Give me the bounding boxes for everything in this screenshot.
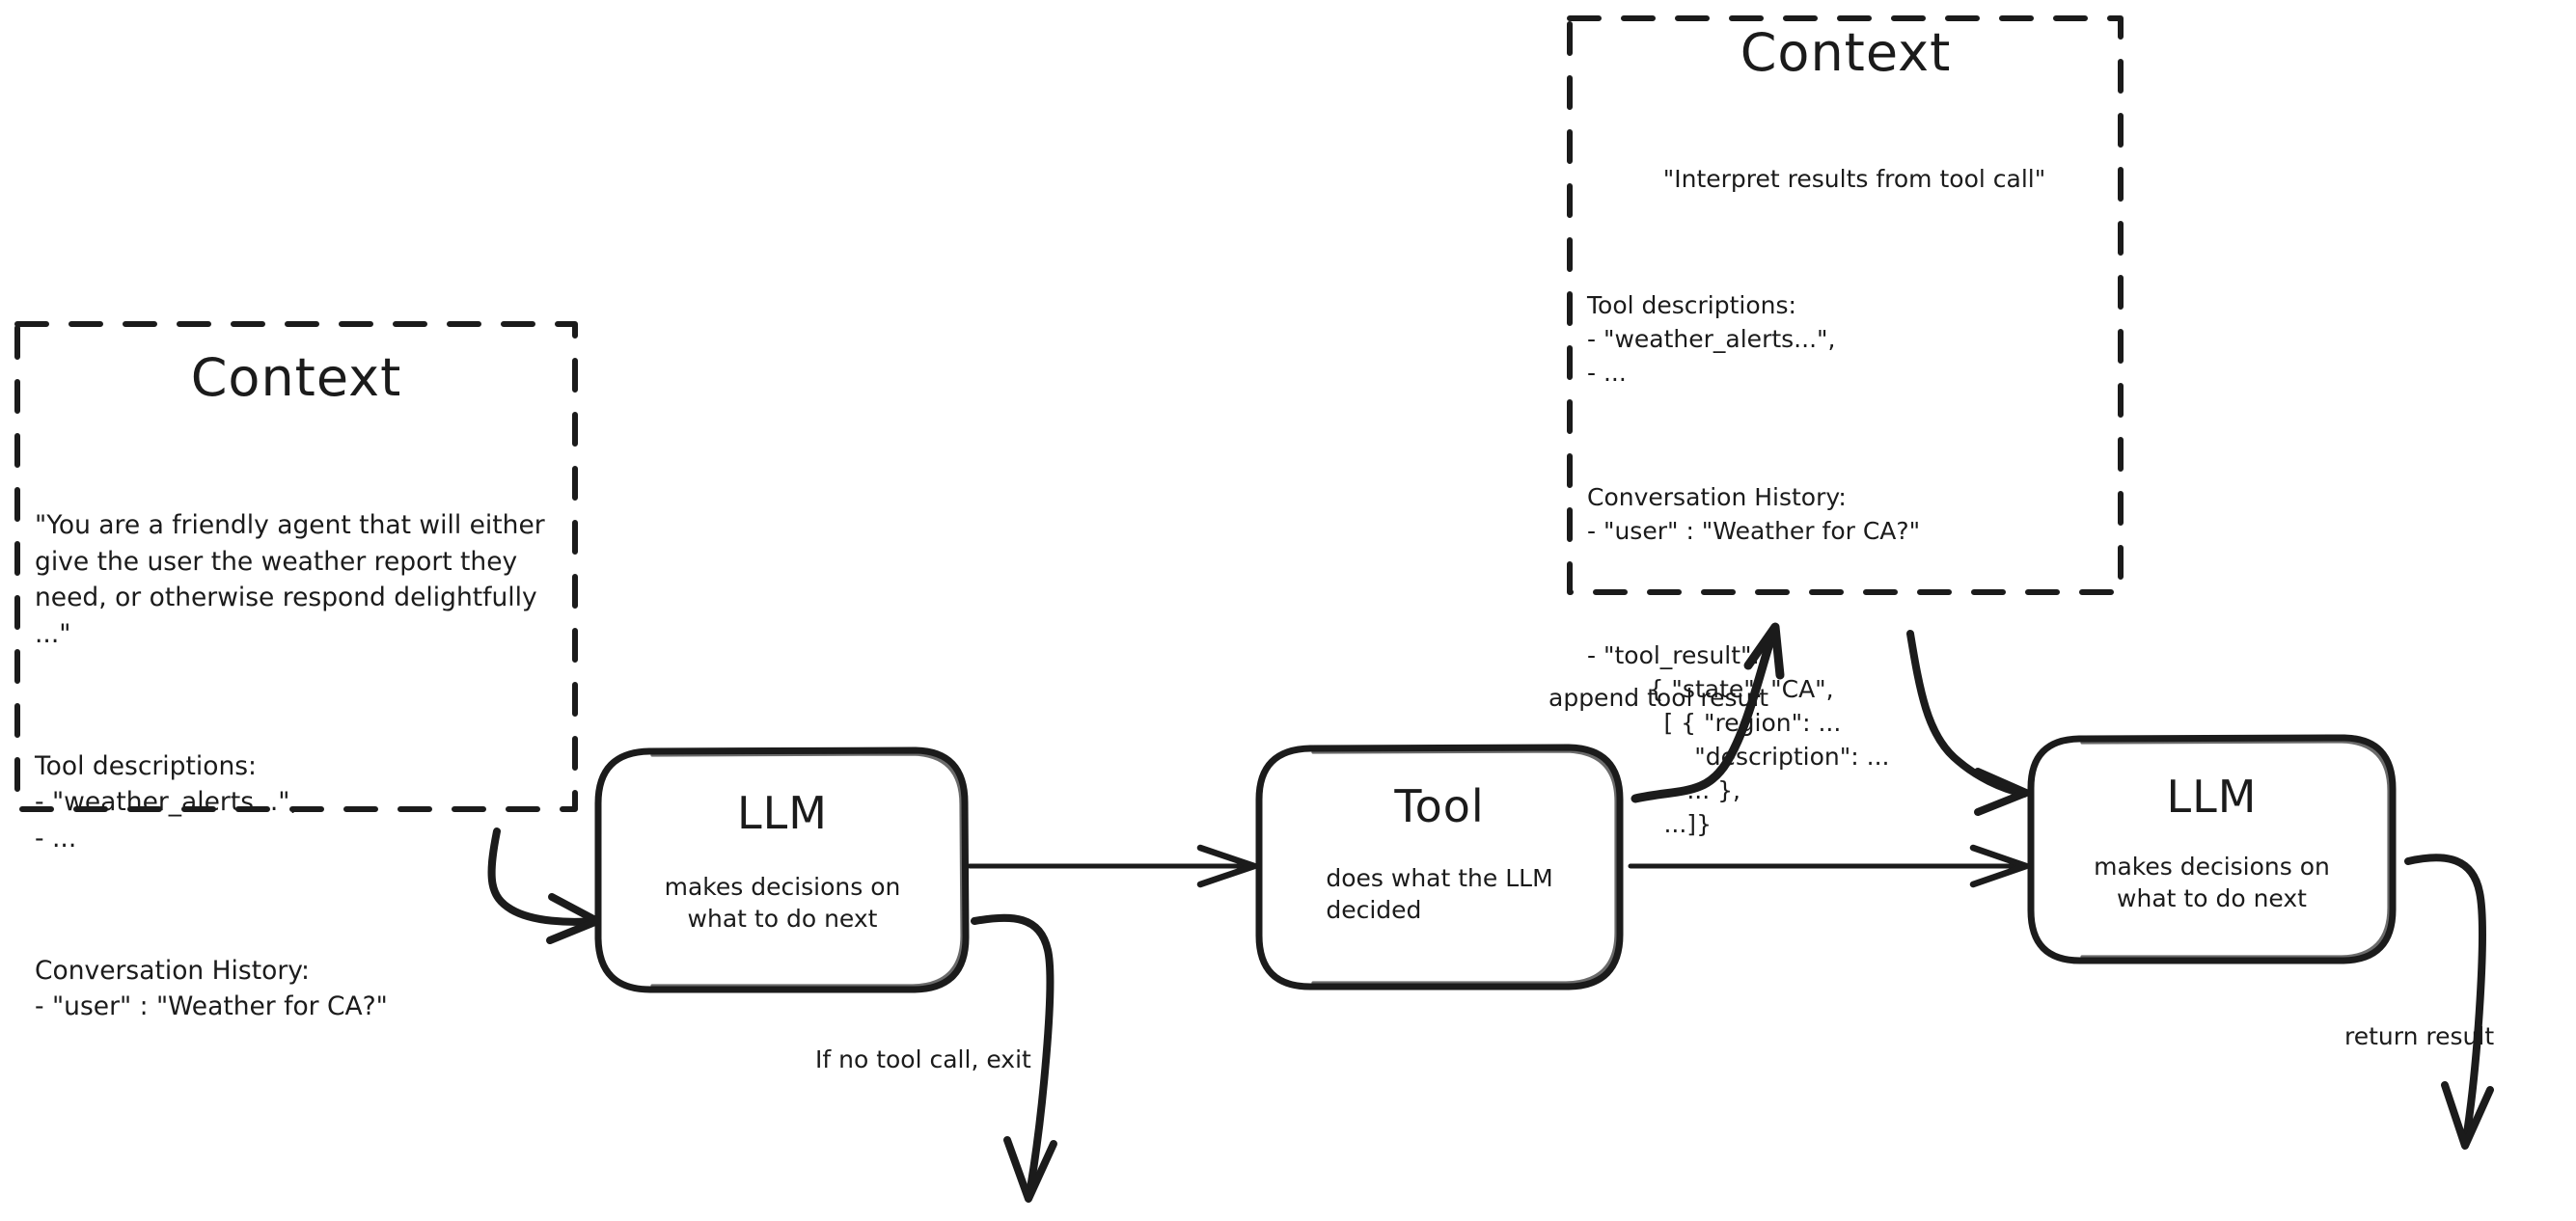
node-llm-second-subtitle: makes decisions on what to do next — [2094, 853, 2330, 912]
node-tool-subtitle: does what the LLM decided — [1326, 864, 1553, 924]
node-llm-first-subtitle: makes decisions on what to do next — [664, 873, 901, 933]
arrow-context-to-llm1 — [487, 828, 601, 944]
tool-box-outline — [1255, 744, 1624, 990]
context-left-frame — [14, 321, 578, 812]
context-right-title: Context — [1740, 22, 1952, 83]
context-right-tool-descriptions-items: - "weather_alerts...", - ... — [1587, 324, 1836, 387]
arrow-llm2-return — [2404, 854, 2494, 1150]
context-left-system-prompt: "You are a friendly agent that will eith… — [35, 509, 554, 649]
context-left-conversation-items: - "user" : "Weather for CA?" — [35, 991, 388, 1022]
context-left-tool-descriptions-items: - "weather_alerts...", - ... — [35, 787, 298, 854]
context-left-body: "You are a friendly agent that will eith… — [35, 435, 575, 1099]
node-llm-second-title: LLM — [2166, 771, 2258, 823]
arrow-tool-to-llm2 — [1628, 844, 2030, 888]
llm1-box-outline — [594, 746, 970, 993]
context-left-tool-descriptions: Tool descriptions: - "weather_alerts...",… — [35, 748, 575, 857]
context-right-tool-result: - "tool_result": { "state": "CA", [ { "r… — [1587, 640, 1890, 838]
edge-label-append-tool-result: append tool result — [1548, 684, 1769, 712]
context-right-system-prompt: "Interpret results from tool call" — [1662, 164, 2046, 193]
node-tool[interactable]: Tool does what the LLM decided — [1259, 747, 1620, 987]
context-panel-right: Context "Interpret results from tool cal… — [1570, 18, 2122, 837]
arrow-llm1-to-tool — [967, 844, 1258, 888]
context-panel-left: Context "You are a friendly agent that w… — [17, 324, 575, 1021]
context-right-conversation-heading: Conversation History: — [1587, 482, 1847, 511]
llm2-box-outline — [2027, 734, 2397, 964]
context-right-frame — [1567, 15, 2124, 595]
context-left-conversation-heading: Conversation History: — [35, 955, 310, 986]
node-llm-first[interactable]: LLM makes decisions on what to do next — [598, 750, 967, 990]
context-right-tool-descriptions: Tool descriptions: - "weather_alerts...",… — [1587, 288, 2122, 390]
arrow-llm1-exit — [971, 913, 1057, 1203]
node-llm-first-title: LLM — [737, 787, 828, 839]
edge-label-if-no-tool-call-exit: If no tool call, exit — [815, 1045, 1031, 1073]
context-left-title: Context — [190, 347, 402, 408]
context-right-tool-descriptions-heading: Tool descriptions: — [1587, 290, 1796, 319]
context-right-conversation: Conversation History: - "user" : "Weather… — [1587, 480, 2122, 548]
arrow-context-right-to-llm2 — [1906, 630, 2030, 816]
context-right-body: "Interpret results from tool call" Tool … — [1587, 95, 2122, 909]
node-llm-second[interactable]: LLM makes decisions on what to do next — [2031, 738, 2393, 960]
context-left-tool-descriptions-heading: Tool descriptions: — [35, 750, 257, 781]
node-tool-title: Tool — [1394, 780, 1485, 832]
context-right-conversation-user: - "user" : "Weather for CA?" — [1587, 516, 1921, 545]
edge-label-return-result: return result — [2344, 1022, 2495, 1050]
arrow-tool-to-context-right — [1631, 622, 1785, 803]
context-left-conversation: Conversation History: - "user" : "Weather… — [35, 953, 575, 1025]
